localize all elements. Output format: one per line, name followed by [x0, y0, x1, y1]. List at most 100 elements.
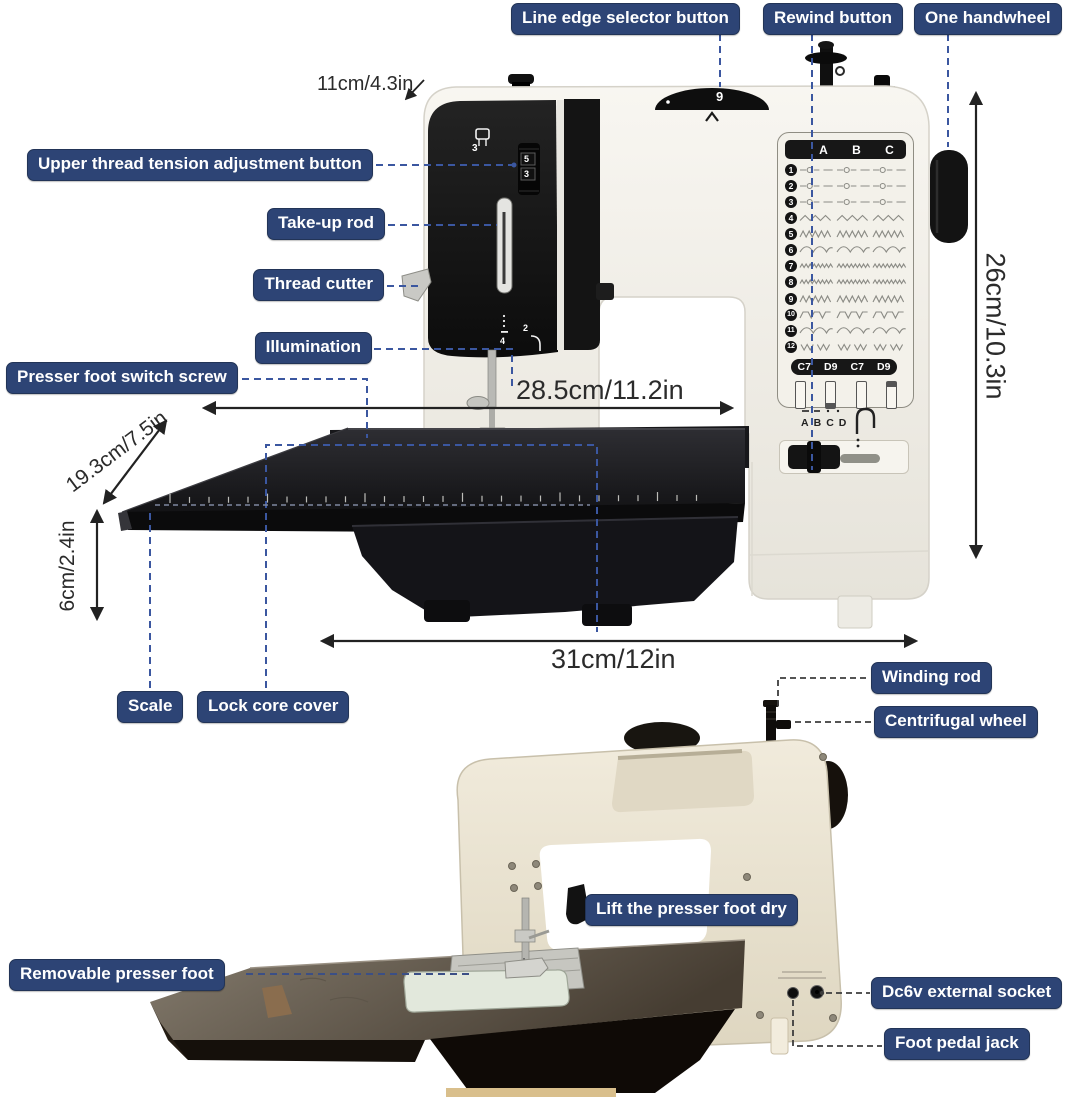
- selector-letter: D: [838, 417, 847, 429]
- presser-foot-lifter: [566, 884, 590, 925]
- machine-foot: [837, 595, 873, 629]
- stitch-pattern-cell: [799, 309, 834, 321]
- stitch-pattern-cell: [872, 293, 907, 305]
- stitch-row: 2: [785, 179, 907, 194]
- label-winding-rod: Winding rod: [871, 662, 992, 694]
- stitch-pattern-cell: [836, 293, 871, 305]
- stitch-pattern-cell: [799, 260, 834, 272]
- stitch-pattern-cell: [836, 325, 871, 337]
- stitch-row-number: 12: [785, 340, 797, 353]
- stitch-pattern-cell: [799, 276, 834, 288]
- head-mark-right: 2: [523, 323, 529, 333]
- stitch-row-number: 9: [785, 292, 797, 305]
- carry-handle-recess: [612, 749, 754, 813]
- stitch-row: 10: [785, 307, 907, 322]
- dim-machine-width: 31cm/12in: [551, 644, 676, 674]
- stitch-row: 4: [785, 211, 907, 226]
- corner-notch: [770, 1017, 789, 1055]
- stitch-pattern-cell: [836, 244, 871, 256]
- stitch-pattern-cell: [872, 212, 907, 224]
- label-rewind-button: Rewind button: [763, 3, 904, 35]
- stitch-column-header: B: [852, 142, 861, 157]
- stitch-pattern-cell: [872, 260, 907, 272]
- selector-letter: A: [801, 417, 809, 429]
- stitch-row-number: 8: [785, 276, 797, 289]
- stitch-code: C7: [797, 361, 811, 373]
- winding-rod: [763, 700, 791, 743]
- stitch-row: 8: [785, 275, 907, 290]
- bobbin-winder-pin: [805, 41, 847, 98]
- selector-slot: [855, 381, 867, 409]
- stitch-pattern-cell: [799, 196, 834, 208]
- stitch-row-number: 7: [785, 260, 797, 273]
- stitch-row-number: 1: [785, 164, 797, 177]
- stitch-pattern-cell: [836, 180, 871, 192]
- stitch-pattern-cell: [836, 228, 871, 240]
- extension-table-back: [150, 939, 746, 1093]
- stitch-code: D9: [877, 361, 891, 373]
- speed-slider-control: [779, 440, 909, 474]
- dim-table-height: 6cm/2.4in: [56, 520, 79, 612]
- power-sockets: [778, 971, 826, 999]
- stitch-column-header: C: [885, 142, 894, 157]
- stitch-pattern-cell: [872, 276, 907, 288]
- label-presser-foot-switch-screw: Presser foot switch screw: [6, 362, 238, 394]
- extension-table-front: [118, 427, 745, 532]
- stitch-pattern-cell: [799, 325, 834, 337]
- label-one-handwheel: One handwheel: [914, 3, 1062, 35]
- label-thread-cutter: Thread cutter: [253, 269, 384, 301]
- bottom-strip: [446, 1088, 616, 1097]
- pedestal-lock-core-cover: [351, 516, 739, 626]
- stitch-row: 5: [785, 227, 907, 242]
- bobbin-cover-back: [403, 969, 570, 1013]
- stitch-pattern-cell: [799, 228, 834, 240]
- stitch-pattern-cell: [799, 180, 834, 192]
- tension-dial: [518, 143, 540, 195]
- stitch-pattern-cell: [799, 244, 834, 256]
- stitch-column-header: A: [819, 142, 828, 157]
- label-scale: Scale: [117, 691, 184, 723]
- label-upper-thread-tension: Upper thread tension adjustment button: [27, 149, 373, 181]
- stitch-pattern-cell: [872, 228, 907, 240]
- slider-tab: [807, 441, 821, 473]
- spool-disc: [624, 722, 700, 754]
- stitch-pattern-cell: [872, 196, 907, 208]
- stitch-pattern-cell: [836, 196, 871, 208]
- stitch-pattern-cell: [799, 293, 834, 305]
- stitch-row-number: 4: [785, 212, 797, 225]
- stitch-pattern-cell: [872, 341, 907, 353]
- head-mark-left: 4: [500, 336, 506, 346]
- stitch-row-number: 11: [785, 324, 797, 337]
- stitch-row-number: 2: [785, 180, 797, 193]
- machine-head: [428, 99, 614, 358]
- selector-slot: [795, 381, 806, 409]
- selector-letter: C: [826, 417, 834, 429]
- stitch-pattern-cell: [836, 212, 871, 224]
- slider-track: [840, 454, 880, 463]
- label-take-up-rod: Take-up rod: [266, 208, 385, 240]
- label-foot-pedal-jack: Foot pedal jack: [884, 1028, 1030, 1060]
- tension-number-1: 5: [524, 154, 530, 164]
- stitch-pattern-cell: [836, 276, 871, 288]
- spool-mark: 3: [472, 143, 478, 154]
- stitch-row: 12: [785, 339, 907, 354]
- stitch-pattern-cell: [836, 341, 871, 353]
- label-lock-core-cover: Lock core cover: [197, 691, 350, 723]
- dim-head-width: 11cm/4.3in: [317, 73, 414, 95]
- stitch-pattern-cell: [799, 212, 834, 224]
- stitch-pattern-cell: [836, 309, 871, 321]
- label-centrifugal-wheel: Centrifugal wheel: [874, 706, 1038, 738]
- dim-machine-height: 26cm/10.3in: [980, 252, 1011, 400]
- stitch-code: D9: [824, 361, 838, 373]
- stitch-pattern-cell: [872, 309, 907, 321]
- handwheel: [930, 150, 968, 243]
- stitch-pattern-cell: [836, 164, 871, 176]
- stitch-row: 11: [785, 323, 907, 338]
- pattern-dial: [655, 88, 769, 122]
- stitch-pattern-cell: [799, 164, 834, 176]
- stitch-row: 3: [785, 195, 907, 210]
- tension-number-2: 3: [524, 169, 530, 179]
